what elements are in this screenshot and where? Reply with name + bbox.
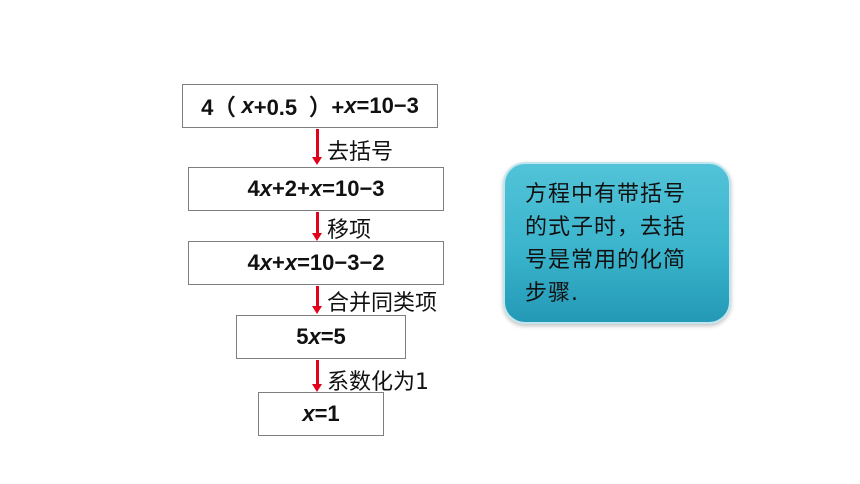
- equation-box-5: x=1: [258, 392, 384, 436]
- note-line: 的式子时，去括: [525, 215, 687, 240]
- expr-part: =5: [320, 324, 346, 349]
- expr-part: =10−3: [322, 176, 385, 201]
- variable-x: x: [259, 250, 272, 275]
- step-label-4: 系数化为1: [327, 370, 429, 395]
- note-line: 步骤.: [525, 281, 579, 306]
- expr-part: 4（: [201, 95, 242, 120]
- equation-box-1: 4（ x+0.5 ）+x=10−3: [182, 84, 438, 128]
- expr-part: +2+: [271, 176, 310, 201]
- down-arrow-1: [312, 129, 322, 165]
- variable-x: x: [259, 176, 272, 201]
- variable-x: x: [284, 250, 298, 275]
- expr-part: +0.5 ）+: [253, 95, 345, 120]
- variable-x: x: [344, 93, 357, 118]
- expr-part: =1: [314, 401, 340, 426]
- variable-x: x: [309, 176, 323, 201]
- note-line: 号是常用的化简: [525, 248, 687, 273]
- expr-part: 5: [296, 324, 309, 349]
- note-line: 方程中有带括号: [525, 182, 687, 207]
- down-arrow-4: [312, 360, 322, 392]
- variable-x: x: [302, 401, 315, 426]
- step-label-2: 移项: [327, 218, 372, 243]
- down-arrow-3: [312, 286, 322, 314]
- note-callout: 方程中有带括号 的式子时，去括 号是常用的化简 步骤.: [503, 162, 731, 324]
- expr-part: +: [271, 250, 285, 275]
- expr-part: =10−3−2: [297, 250, 385, 275]
- expr-part: 4: [247, 250, 260, 275]
- down-arrow-2: [312, 212, 322, 241]
- expr-part: 4: [247, 176, 260, 201]
- variable-x: x: [308, 324, 321, 349]
- variable-x: x: [241, 93, 254, 118]
- expr-part: =10−3: [356, 93, 419, 118]
- step-label-1: 去括号: [327, 140, 394, 165]
- step-label-3: 合并同类项: [327, 291, 438, 316]
